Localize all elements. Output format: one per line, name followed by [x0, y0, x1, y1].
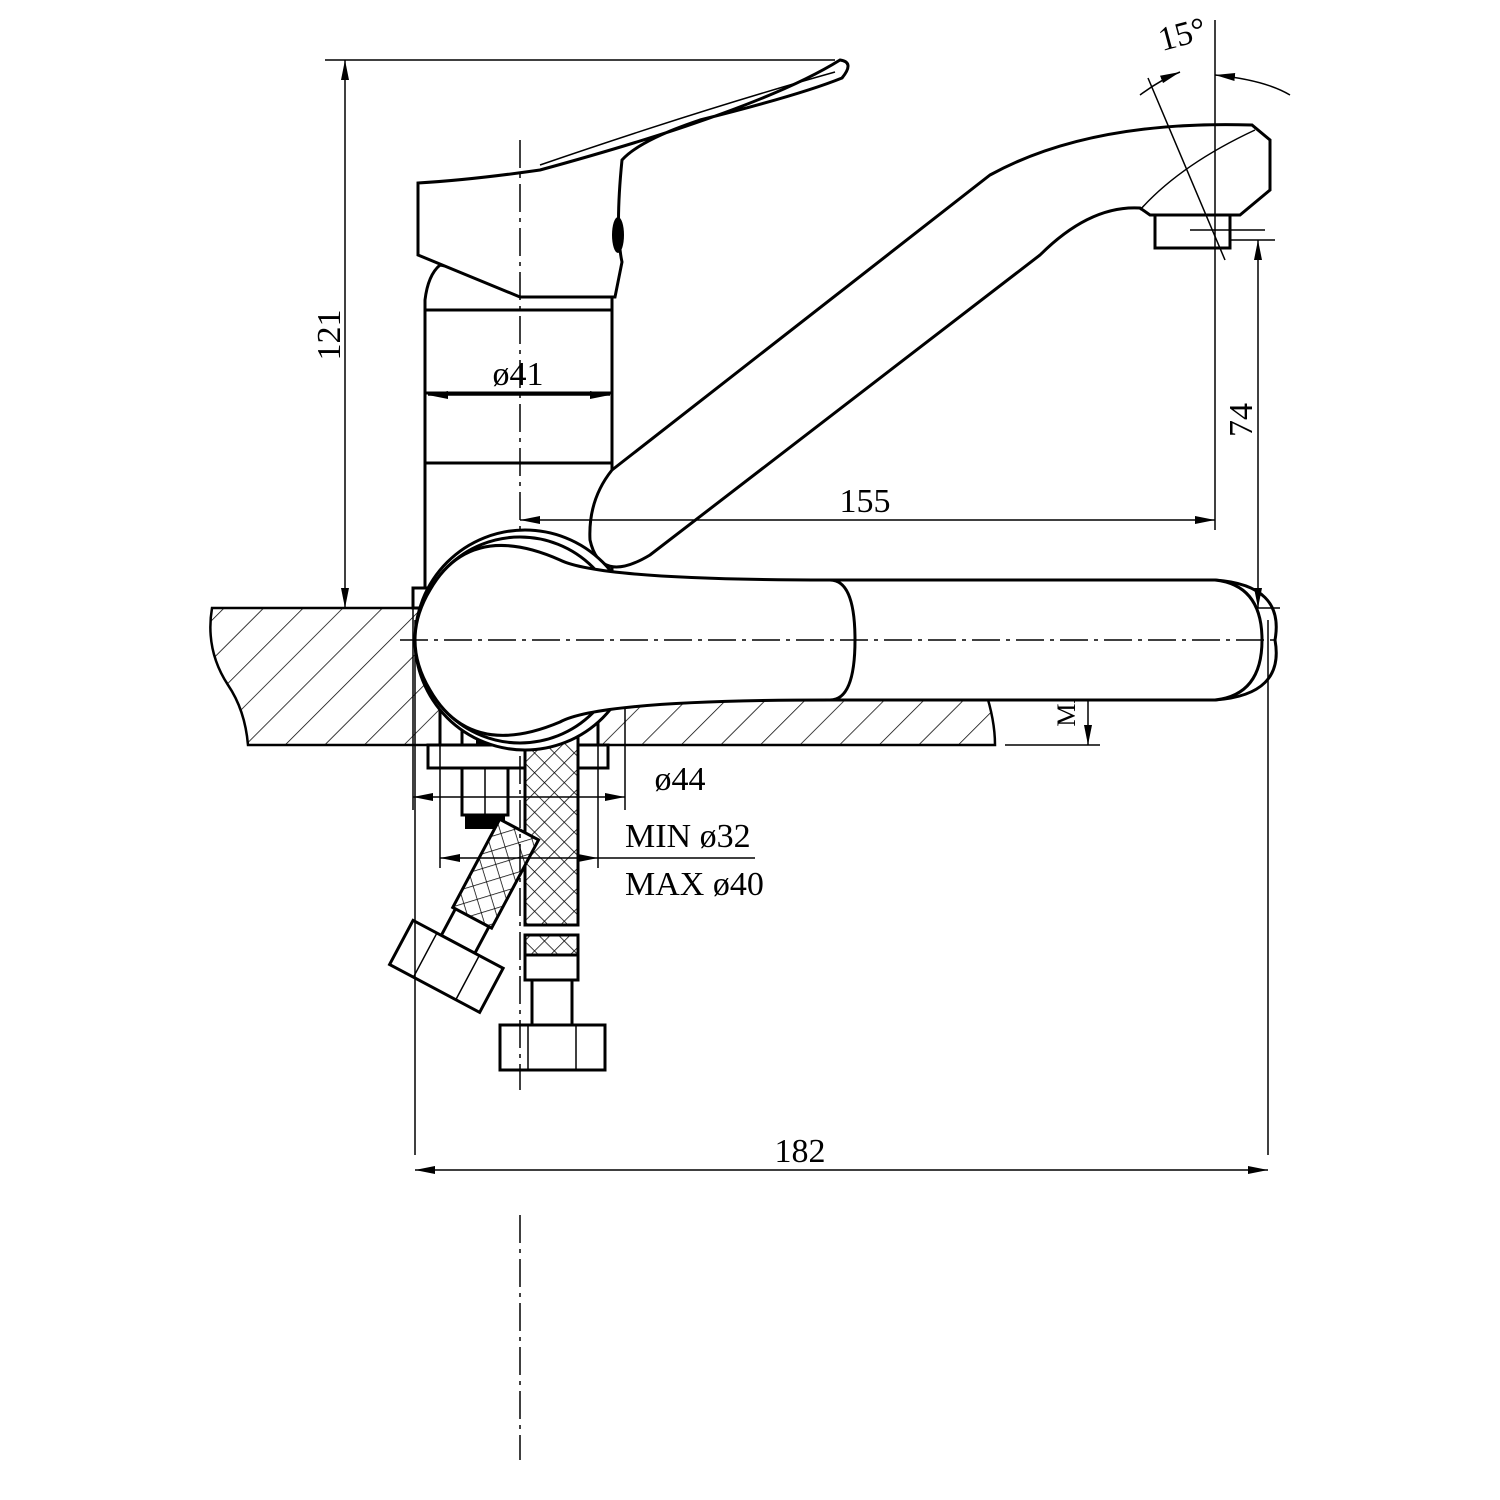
angled-hose	[387, 817, 541, 1015]
dimension-height-total: 121	[311, 59, 835, 608]
dimension-base-diameter: ø44	[412, 745, 706, 810]
dim-182-label: 182	[775, 1133, 826, 1170]
dimension-hole-diameter: MIN ø32 MAX ø40	[439, 745, 764, 903]
dimension-spout-reach: 155	[520, 20, 1216, 530]
dim-min32-label: MIN ø32	[625, 818, 751, 855]
dim-155-label: 155	[840, 483, 891, 520]
spout	[588, 123, 1272, 569]
dim-15-label: 15°	[1155, 11, 1211, 59]
dim-121-label: 121	[311, 310, 348, 361]
top-view: 182	[400, 528, 1280, 1460]
dimension-spout-height: 74	[985, 239, 1280, 609]
dim-max40-label: MAX ø40	[625, 866, 764, 903]
dim-41-label: ø41	[493, 356, 544, 393]
dimension-body-diameter: ø41	[428, 356, 610, 399]
dim-74-label: 74	[1223, 403, 1260, 437]
dim-44-label: ø44	[655, 761, 706, 798]
lever-handle	[416, 58, 850, 299]
